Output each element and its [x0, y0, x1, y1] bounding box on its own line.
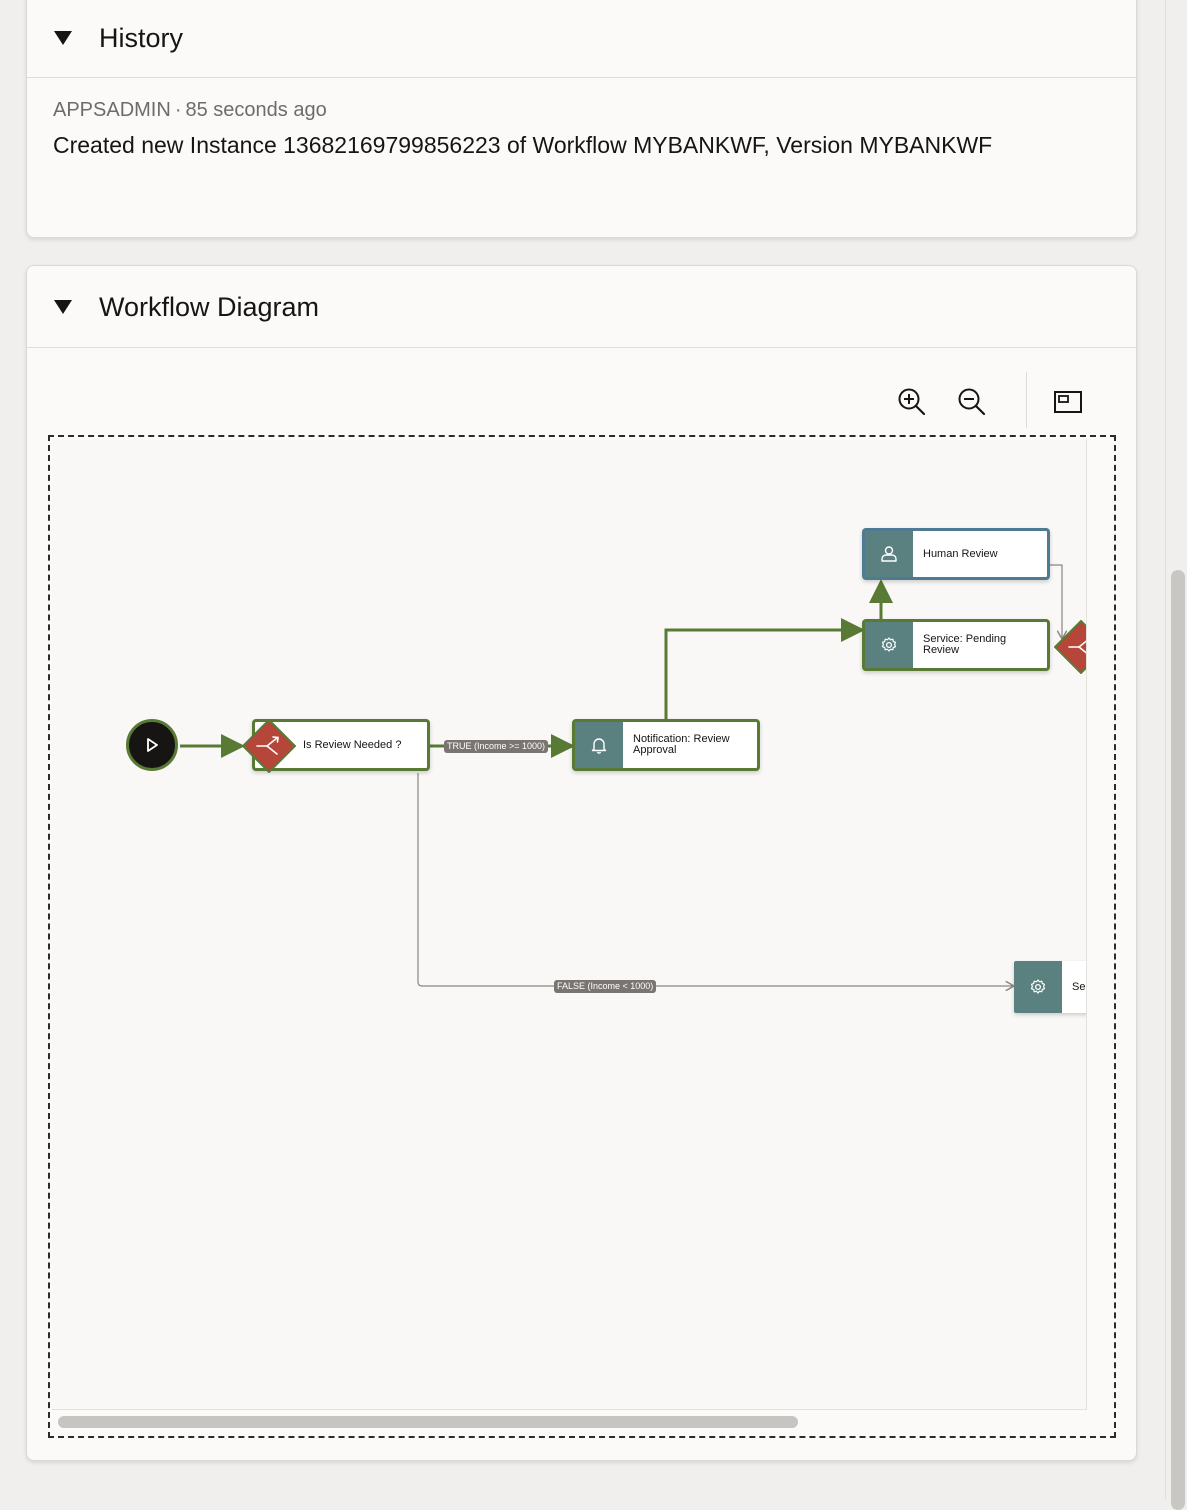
fit-view-button[interactable] [1050, 384, 1086, 420]
history-panel: History APPSADMIN·85 seconds ago Created… [26, 0, 1137, 238]
diagram-horizontal-scrollbar[interactable] [58, 1416, 798, 1428]
history-entry-text: Created new Instance 13682169799856223 o… [53, 132, 993, 158]
history-title: History [99, 23, 184, 53]
split-icon [1068, 640, 1086, 654]
human-icon-box [865, 531, 913, 577]
user-icon [881, 546, 897, 562]
history-entry-separator: · [174, 99, 182, 121]
service-node-label: Service: Pending Review [923, 633, 1007, 656]
notification-node-review-approval[interactable]: Notification: Review Approval [572, 719, 760, 771]
fit-view-icon [1054, 391, 1082, 413]
service-icon-box [1014, 961, 1062, 1013]
workflow-diagram-header[interactable]: Workflow Diagram [27, 266, 1136, 348]
notification-icon-box [575, 722, 623, 768]
edge-label-false: FALSE (Income < 1000) [554, 980, 657, 993]
zoom-in-icon [898, 388, 926, 416]
page-vertical-scrollbar[interactable] [1171, 570, 1185, 1510]
service-icon-box [865, 622, 913, 668]
gear-icon [881, 637, 897, 652]
split-icon [256, 736, 279, 755]
toolbar-divider [1026, 372, 1027, 428]
diagram-connectors [180, 564, 1086, 1409]
history-entry-time: 85 seconds ago [185, 99, 327, 121]
history-entry-meta: APPSADMIN·85 seconds ago [53, 99, 327, 122]
service-node-partial[interactable]: Se [1014, 961, 1086, 1013]
service-node-partial-label: Se [1072, 980, 1086, 993]
zoom-in-button[interactable] [894, 384, 930, 420]
edge-false [417, 773, 1014, 986]
decision-node-is-review-needed[interactable]: Is Review Needed ? [252, 719, 430, 771]
workflow-diagram-panel: Workflow Diagram [26, 265, 1137, 1461]
diagram-canvas[interactable]: Is Review Needed ? [52, 439, 1087, 1410]
zoom-out-icon [958, 388, 986, 416]
notification-node-label: Notification: Review Approval [633, 733, 730, 756]
decision-diamond-partial [1054, 620, 1086, 674]
page-scroll-track [1165, 0, 1166, 1500]
collapse-caret-icon[interactable] [54, 31, 72, 45]
collapse-caret-icon[interactable] [54, 300, 72, 314]
gear-icon [1030, 979, 1046, 994]
service-node-pending-review[interactable]: Service: Pending Review [862, 619, 1050, 671]
zoom-out-button[interactable] [954, 384, 990, 420]
human-review-node-label: Human Review [923, 547, 998, 560]
edge-notification-to-service [664, 618, 865, 719]
history-header[interactable]: History [27, 0, 1136, 78]
edge-human-to-decision [1048, 564, 1062, 639]
human-review-node[interactable]: Human Review [862, 528, 1050, 580]
diagram-toolbar [886, 372, 1106, 428]
diagram-canvas-frame: Is Review Needed ? [48, 435, 1116, 1438]
bell-icon [591, 738, 607, 754]
start-node[interactable] [126, 719, 178, 771]
edge-label-true: TRUE (Income >= 1000) [444, 740, 549, 753]
workflow-diagram-title: Workflow Diagram [99, 292, 320, 322]
decision-node-label: Is Review Needed ? [303, 738, 402, 751]
decision-diamond [242, 719, 296, 773]
play-icon [147, 738, 158, 752]
history-entry-user: APPSADMIN [53, 99, 171, 121]
